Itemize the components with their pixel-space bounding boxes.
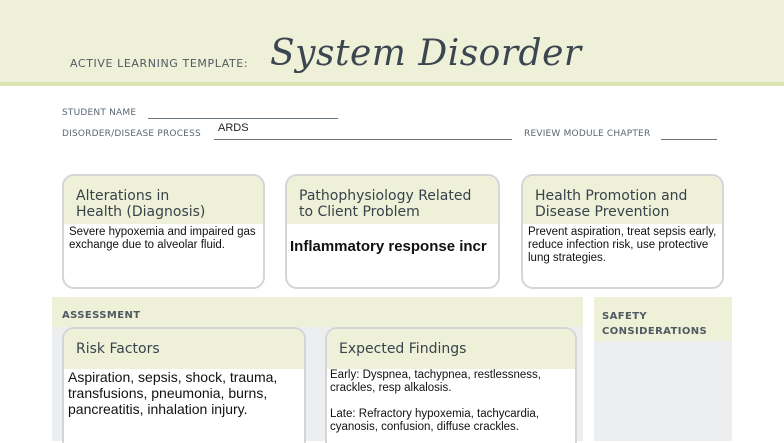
expected-findings-heading: Expected Findings: [327, 329, 575, 369]
student-name-field[interactable]: [148, 118, 338, 119]
disorder-field[interactable]: [214, 139, 512, 140]
pathophysiology-box: Pathophysiology Related to Client Proble…: [285, 174, 500, 289]
safety-header: [594, 297, 732, 341]
risk-factors-heading: Risk Factors: [64, 329, 304, 369]
assessment-label: ASSESSMENT: [62, 310, 141, 321]
alterations-content[interactable]: Severe hypoxemia and impaired gas exchan…: [69, 226, 256, 251]
pathophysiology-heading: Pathophysiology Related to Client Proble…: [287, 176, 498, 224]
pathophysiology-content[interactable]: Inflammatory response incr: [290, 238, 487, 255]
alterations-box: Alterations in Health (Diagnosis) Severe…: [62, 174, 265, 289]
pathophysiology-heading-line1: Pathophysiology Related: [299, 188, 472, 204]
review-module-label: REVIEW MODULE CHAPTER: [524, 129, 651, 139]
health-promotion-heading-line1: Health Promotion and: [535, 188, 688, 204]
alterations-heading: Alterations in Health (Diagnosis): [64, 176, 263, 224]
health-promotion-box: Health Promotion and Disease Prevention …: [521, 174, 724, 289]
expected-findings-content[interactable]: Early: Dyspnea, tachypnea, restlessness,…: [327, 369, 575, 434]
review-module-field[interactable]: [661, 139, 717, 140]
alterations-heading-line2: Health (Diagnosis): [76, 204, 206, 220]
safety-label: SAFETY CONSIDERATIONS: [602, 311, 708, 337]
health-promotion-heading-line2: Disease Prevention: [535, 204, 670, 220]
template-title: System Disorder: [270, 33, 582, 74]
template-prefix: ACTIVE LEARNING TEMPLATE:: [70, 57, 249, 70]
expected-findings-late: Late: Refractory hypoxemia, tachycardia,…: [330, 408, 540, 433]
header-band: [0, 0, 784, 86]
pathophysiology-heading-line2: to Client Problem: [299, 204, 420, 220]
disorder-value: ARDS: [218, 122, 249, 134]
health-promotion-heading: Health Promotion and Disease Prevention: [523, 176, 722, 224]
risk-factors-content[interactable]: Aspiration, sepsis, shock, trauma, trans…: [68, 369, 278, 417]
expected-findings-early: Early: Dyspnea, tachypnea, restlessness,…: [330, 369, 541, 394]
risk-factors-box: Risk Factors Aspiration, sepsis, shock, …: [62, 327, 306, 443]
health-promotion-content[interactable]: Prevent aspiration, treat sepsis early, …: [528, 226, 717, 264]
student-name-label: STUDENT NAME: [62, 108, 137, 118]
assessment-header: [52, 297, 583, 327]
alterations-heading-line1: Alterations in: [76, 188, 170, 204]
disorder-label: DISORDER/DISEASE PROCESS: [62, 129, 201, 139]
expected-findings-box: Expected Findings Early: Dyspnea, tachyp…: [325, 327, 577, 443]
